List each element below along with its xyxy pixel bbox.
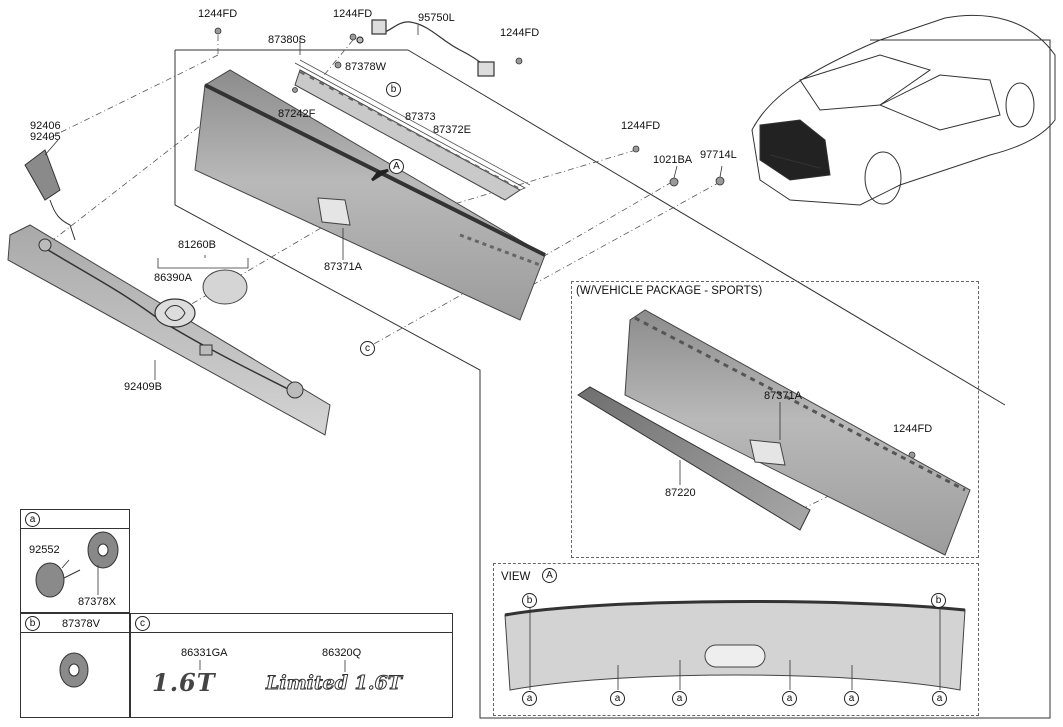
main-frame-line <box>174 39 1051 719</box>
sports-panel-title: (W/VEHICLE PACKAGE - SPORTS) <box>576 285 763 297</box>
label-86390A: 86390A <box>154 272 192 284</box>
label-1244FD-top-mid: 1244FD <box>333 8 373 20</box>
label-87220: 87220 <box>665 487 696 499</box>
label-92406: 92406 <box>30 120 61 132</box>
label-92409B: 92409B <box>124 381 162 393</box>
label-1244FD-top-left: 1244FD <box>198 8 238 20</box>
label-87371A-sports: 87371A <box>764 390 802 402</box>
legend-b-callout: b <box>25 616 40 631</box>
label-1244FD-sports: 1244FD <box>893 423 933 435</box>
label-87371A-main: 87371A <box>324 261 362 273</box>
view-panel-title: VIEW <box>501 571 531 583</box>
emblem-limited-1-6T: Limited 1.6T <box>266 672 403 695</box>
callout-b-view-left: b <box>522 593 537 608</box>
wire-95750L <box>356 19 495 77</box>
car-sketch <box>751 14 1056 206</box>
rear-garnish-87371A <box>194 69 546 321</box>
spoiler-87220 <box>577 386 811 531</box>
label-1021BA: 1021BA <box>653 154 693 166</box>
label-87242F: 87242F <box>278 108 316 120</box>
legend-box-c <box>130 613 453 718</box>
label-87372E: 87372E <box>433 124 471 136</box>
label-92552: 92552 <box>29 544 60 556</box>
label-87378X: 87378X <box>78 596 116 608</box>
callout-a-view-2: a <box>610 691 625 706</box>
view-a-leaders <box>529 606 941 690</box>
callout-b-main: b <box>386 82 401 97</box>
view-panel-callout-A: A <box>542 568 557 583</box>
label-87378W: 87378W <box>345 61 386 73</box>
legend-c-callout: c <box>135 616 150 631</box>
inner-trim-87373 <box>294 69 521 201</box>
label-1244FD-mid-right: 1244FD <box>621 120 661 132</box>
side-lamp-92405 <box>24 149 61 201</box>
label-97714L: 97714L <box>700 149 737 161</box>
legend-b-part <box>59 652 89 688</box>
callout-a-view-4: a <box>782 691 797 706</box>
label-95750L: 95750L <box>418 12 455 24</box>
label-87373: 87373 <box>405 111 436 123</box>
legend-a-parts <box>35 531 119 598</box>
view-a-garnish <box>504 600 966 691</box>
label-86331GA: 86331GA <box>181 647 228 659</box>
label-86320Q: 86320Q <box>322 647 362 659</box>
seal-81260B <box>202 269 248 305</box>
label-pointers <box>44 25 781 672</box>
legend-box-b-divider <box>20 632 453 633</box>
callout-b-view-right: b <box>931 593 946 608</box>
emblem-1-6T: 1.6T <box>152 668 216 697</box>
legend-a-callout: a <box>25 512 40 527</box>
harness-92409B <box>7 224 331 436</box>
callout-a-view-5: a <box>844 691 859 706</box>
label-92405: 92405 <box>30 131 61 143</box>
sports-package-panel <box>571 281 979 558</box>
legend-box-a-divider <box>20 528 130 529</box>
callout-a-view-3: a <box>672 691 687 706</box>
label-81260B: 81260B <box>178 239 216 251</box>
callout-A-main: A <box>389 159 404 174</box>
label-1244FD-top-right: 1244FD <box>500 27 540 39</box>
main-frame-diag <box>407 49 1006 406</box>
legend-box-b <box>20 613 130 718</box>
view-a-panel <box>493 563 979 716</box>
callout-c-main: c <box>360 341 375 356</box>
sports-garnish-87371A <box>624 309 971 556</box>
emblem-86390A <box>154 298 196 328</box>
fasteners <box>214 27 916 459</box>
label-87378V: 87378V <box>62 618 100 630</box>
callout-a-view-6: a <box>932 691 947 706</box>
label-87380S: 87380S <box>268 34 306 46</box>
legend-box-a <box>20 509 130 613</box>
callout-a-view-1: a <box>522 691 537 706</box>
